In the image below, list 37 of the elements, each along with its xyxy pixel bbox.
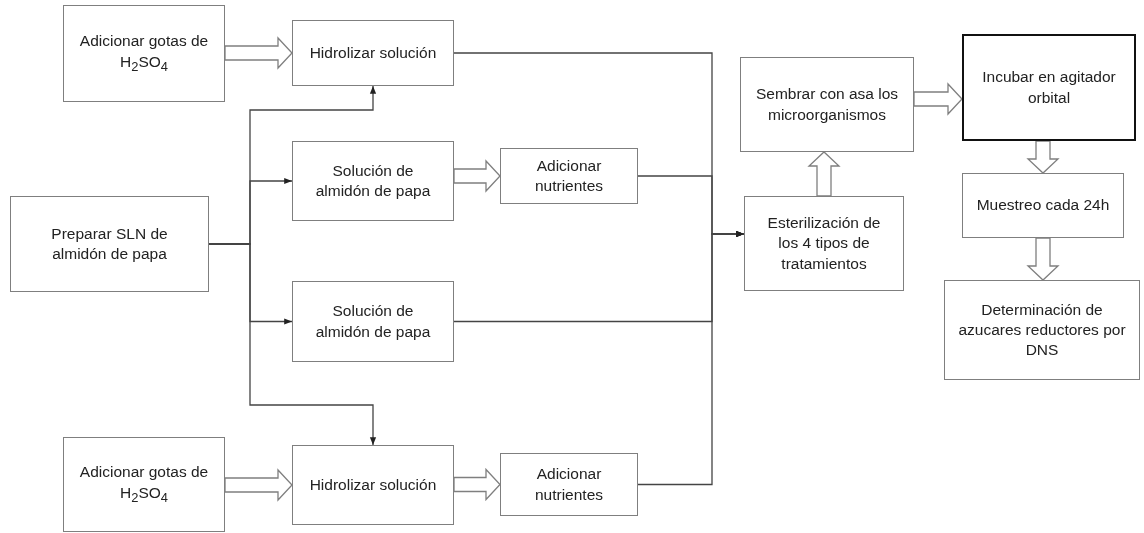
process-box (10, 196, 209, 292)
process-box (292, 281, 454, 362)
box-text: Preparar SLN de almidón de papa (50, 223, 169, 264)
box-text: Adicionar nutrientes (533, 155, 605, 196)
box-text: Muestreo cada 24h (975, 195, 1111, 216)
box-text: Sembrar con asa los microorganismos (754, 84, 900, 125)
process-box (962, 173, 1124, 238)
process-box (63, 437, 225, 532)
box-text: Solución de almidón de papa (314, 301, 432, 342)
box-text: Hidrolizar solución (308, 42, 438, 63)
block-arrow (913, 82, 963, 116)
process-box (944, 280, 1140, 380)
block-arrow (453, 159, 501, 193)
process-box (63, 5, 225, 102)
connector-arrow (637, 230, 745, 486)
process-box (744, 196, 904, 291)
process-box (500, 148, 638, 204)
block-arrow (807, 151, 841, 197)
block-arrow (224, 36, 293, 70)
box-text: Hidrolizar solución (308, 474, 438, 495)
block-arrow (1026, 140, 1060, 174)
block-arrow (453, 467, 501, 502)
process-box (292, 445, 454, 525)
process-box (962, 34, 1136, 141)
box-text: Determinación de azucares reductores por DNS (957, 299, 1127, 361)
block-arrow (1026, 237, 1060, 281)
box-text: Adicionar nutrientes (533, 464, 605, 505)
process-box (740, 57, 914, 152)
box-text: Adicionar gotas de H$_{2}$SO$_{4}$ (78, 462, 210, 507)
box-text: Incubar en agitador orbital (981, 67, 1117, 108)
process-box (292, 20, 454, 86)
box-text: Esterilización de los 4 tipos de tratamientos (766, 213, 882, 274)
box-text: Adicionar gotas de H$_{2}$SO$_{4}$ (78, 31, 210, 76)
process-box (500, 453, 638, 516)
process-box (292, 141, 454, 221)
box-text: Solución de almidón de papa (314, 160, 432, 201)
block-arrow (224, 468, 293, 502)
